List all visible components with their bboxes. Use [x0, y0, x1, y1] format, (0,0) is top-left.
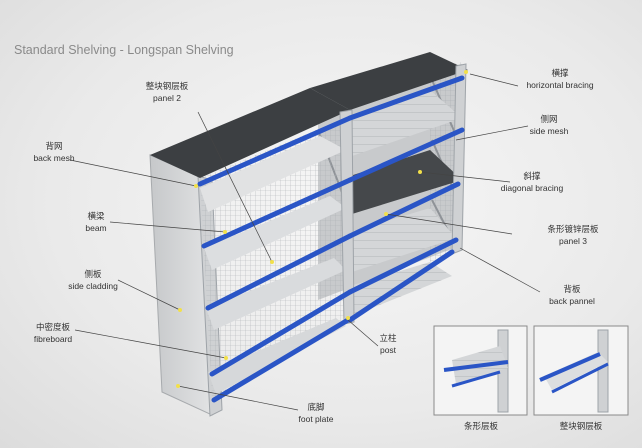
beams — [197, 75, 465, 403]
page-title: Standard Shelving - Longspan Shelving — [14, 43, 234, 57]
inset-strip-panel — [433, 325, 528, 416]
label-back-mesh-zh: 背网 — [45, 142, 63, 152]
label-diagonal-bracing: 斜撑 diagonal bracing — [501, 172, 563, 194]
label-side-mesh-en: side mesh — [529, 126, 569, 136]
label-side-cladding-en: side cladding — [68, 281, 118, 291]
callout-lines — [69, 73, 541, 411]
label-post: 立柱 post — [379, 334, 396, 356]
label-side-mesh: 侧网 side mesh — [530, 115, 569, 137]
label-panel-2-en: panel 2 — [153, 93, 181, 103]
inset-solid-panel — [533, 325, 629, 416]
label-side-mesh-zh: 侧网 — [540, 115, 558, 125]
label-back-pannel: 背板 back pannel — [549, 285, 595, 307]
label-beam-zh: 横梁 — [87, 212, 105, 222]
label-beam-en: beam — [85, 223, 107, 233]
label-horizontal-bracing-en: horizontal bracing — [526, 80, 594, 90]
label-diagonal-bracing-en: diagonal bracing — [500, 183, 564, 193]
label-horizontal-bracing: 横撑 horizontal bracing — [526, 69, 593, 91]
label-fibreboard-en: fibreboard — [33, 334, 73, 344]
callout-dots — [176, 70, 468, 388]
label-back-pannel-zh: 背板 — [563, 285, 581, 295]
label-foot-plate: 底脚 foot plate — [299, 403, 334, 425]
label-horizontal-bracing-zh: 横撑 — [551, 69, 569, 79]
label-panel-3-en: panel 3 — [559, 236, 587, 246]
label-panel-2-zh: 整块钢层板 — [145, 82, 189, 92]
post-right — [451, 63, 467, 255]
shelves-left — [200, 136, 346, 394]
label-back-pannel-en: back pannel — [549, 296, 595, 306]
label-foot-plate-zh: 底脚 — [307, 403, 325, 413]
inset-caption-strip-panel: 条形层板 — [463, 422, 499, 432]
label-diagonal-bracing-zh: 斜撑 — [523, 172, 541, 182]
label-post-en: post — [379, 345, 397, 355]
top-panel-right — [310, 52, 468, 110]
label-side-cladding: 侧板 side cladding — [68, 270, 118, 292]
label-panel-2: 整块钢层板 panel 2 — [146, 82, 189, 104]
label-side-cladding-zh: 侧板 — [84, 270, 102, 280]
top-panel-left — [150, 88, 350, 178]
label-post-zh: 立柱 — [379, 334, 397, 344]
label-fibreboard: 中密度板 fibreboard — [34, 323, 72, 345]
post-middle — [339, 109, 355, 325]
label-panel-3: 条形镀锌层板 panel 3 — [547, 225, 598, 247]
label-back-mesh: 背网 back mesh — [33, 142, 74, 164]
label-beam: 横梁 beam — [85, 212, 106, 234]
label-back-mesh-en: back mesh — [33, 153, 75, 163]
label-fibreboard-zh: 中密度板 — [35, 323, 70, 333]
label-panel-3-zh: 条形镀锌层板 — [547, 225, 599, 235]
label-foot-plate-en: foot plate — [298, 414, 334, 424]
inset-caption-solid-panel: 整块钢层板 — [559, 422, 603, 432]
